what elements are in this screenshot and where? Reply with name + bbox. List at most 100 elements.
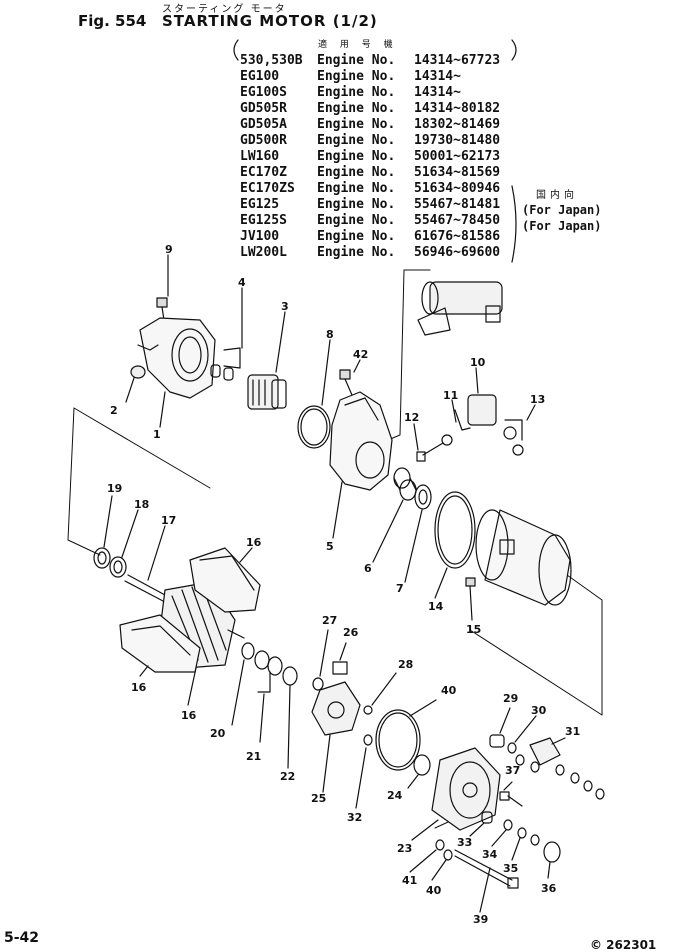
- model: EC170Z: [240, 165, 287, 180]
- washer-20: [93, 495, 113, 569]
- model: 530,530B: [240, 53, 303, 68]
- engine-label: Engine No.: [317, 213, 396, 228]
- model: LW160: [240, 149, 280, 164]
- engine-range: 18302~81469: [414, 117, 501, 132]
- callout-32: 31: [565, 725, 580, 738]
- callout-16b: 16: [131, 681, 147, 694]
- callout-35: 34: [482, 848, 498, 861]
- callout-38: 37: [505, 764, 520, 777]
- callout-7: 7: [396, 582, 404, 595]
- callout-28: 27: [322, 614, 337, 627]
- callout-31: 30: [531, 704, 547, 717]
- engine-label: Engine No.: [317, 197, 396, 212]
- callout-1: 1: [153, 428, 161, 441]
- pinion-clutch-3: [247, 311, 287, 410]
- washer-33: [355, 734, 373, 809]
- engine-range: 50001~62173: [414, 149, 501, 164]
- bushing-25: [407, 754, 431, 789]
- washer-42: [409, 839, 445, 873]
- frame-guide-lines: [67, 269, 603, 829]
- callout-6: 6: [364, 562, 372, 575]
- table-bracket: [511, 39, 517, 61]
- bushing-2: [125, 365, 146, 403]
- model: EG125S: [240, 213, 287, 228]
- figure-title: STARTING MOTOR (1/2): [162, 12, 378, 30]
- japan-note: (For Japan): [522, 219, 602, 233]
- callout-37: 36: [541, 882, 557, 895]
- bushing-34: [469, 811, 493, 837]
- model: EG100S: [240, 85, 287, 100]
- callout-43: 42: [353, 348, 368, 361]
- rear-cover-24: [411, 747, 501, 841]
- engine-range: 51634~81569: [414, 165, 501, 180]
- model: EC170ZS: [240, 181, 295, 196]
- engine-label: Engine No.: [317, 165, 396, 180]
- model: GD505R: [240, 101, 287, 116]
- engine-label: Engine No.: [317, 229, 396, 244]
- cap-37: [543, 841, 561, 879]
- figure-number: Fig. 554: [78, 12, 147, 30]
- callout-8: 8: [326, 328, 334, 341]
- washer-31: [507, 715, 537, 754]
- engine-label: Engine No.: [317, 53, 396, 68]
- model: EG100: [240, 69, 280, 84]
- engine-label: Engine No.: [317, 117, 396, 132]
- callout-labels: 9 4 3 8 42 10 11 13 12 2 1 19 18 17 5 16…: [107, 243, 580, 926]
- brush-holder-26: [311, 681, 361, 793]
- japan-note: (For Japan): [522, 203, 602, 217]
- callout-21: 20: [210, 727, 226, 740]
- callout-33: 32: [347, 811, 362, 824]
- callout-25: 24: [387, 789, 403, 802]
- through-bolt-40: [454, 849, 519, 913]
- callout-36: 35: [503, 862, 518, 875]
- engine-label: Engine No.: [317, 245, 396, 260]
- yoke-housing: [475, 509, 572, 606]
- washer-21: [231, 642, 255, 726]
- callout-23: 22: [280, 770, 295, 783]
- callout-16: 16: [246, 536, 262, 549]
- solenoid-assembly: [417, 281, 503, 336]
- table-bracket: [233, 39, 239, 61]
- cover-16-lower: [119, 614, 201, 677]
- callout-22: 21: [246, 750, 261, 763]
- front-housing-1: [137, 317, 216, 428]
- table-bracket: [511, 185, 517, 263]
- washer-23: [282, 666, 298, 769]
- engine-range: 14314~67723: [414, 53, 501, 68]
- applicability-header: 適 用 号 機: [318, 40, 398, 50]
- model: GD505A: [240, 117, 287, 132]
- callout-41: 40: [426, 884, 442, 897]
- callout-20: 19: [107, 482, 122, 495]
- callout-13: 13: [530, 393, 545, 406]
- callout-14: 14: [428, 600, 444, 613]
- engine-label: Engine No.: [317, 133, 396, 148]
- engine-label: Engine No.: [317, 149, 396, 164]
- washer-35: [491, 819, 513, 847]
- bolt-9: [156, 254, 169, 321]
- callout-40: 39: [473, 913, 488, 926]
- callout-27: 26: [343, 626, 359, 639]
- engine-label: Engine No.: [317, 69, 396, 84]
- washer-7: [404, 484, 432, 583]
- callout-24: 23: [397, 842, 412, 855]
- washer-22: [254, 650, 283, 743]
- screw-15: [465, 577, 476, 621]
- callout-26: 25: [311, 792, 326, 805]
- page-number: 5-42: [4, 930, 40, 946]
- callout-17: 16: [181, 709, 197, 722]
- solenoid-parts-10-13: [413, 367, 536, 462]
- o-ring-39: [375, 699, 437, 771]
- engine-range: 55467~81481: [414, 197, 501, 212]
- o-ring-14: [434, 491, 476, 599]
- japan-note-jp: 国内向: [536, 190, 578, 201]
- engine-range: 14314~80182: [414, 101, 501, 116]
- callout-34: 33: [457, 836, 472, 849]
- engine-range: 61676~81586: [414, 229, 501, 244]
- callout-29: 28: [398, 658, 413, 671]
- callout-10: 10: [470, 356, 486, 369]
- callout-18: 17: [161, 514, 176, 527]
- drive-housing-5: [329, 391, 393, 539]
- callout-3: 3: [281, 300, 289, 313]
